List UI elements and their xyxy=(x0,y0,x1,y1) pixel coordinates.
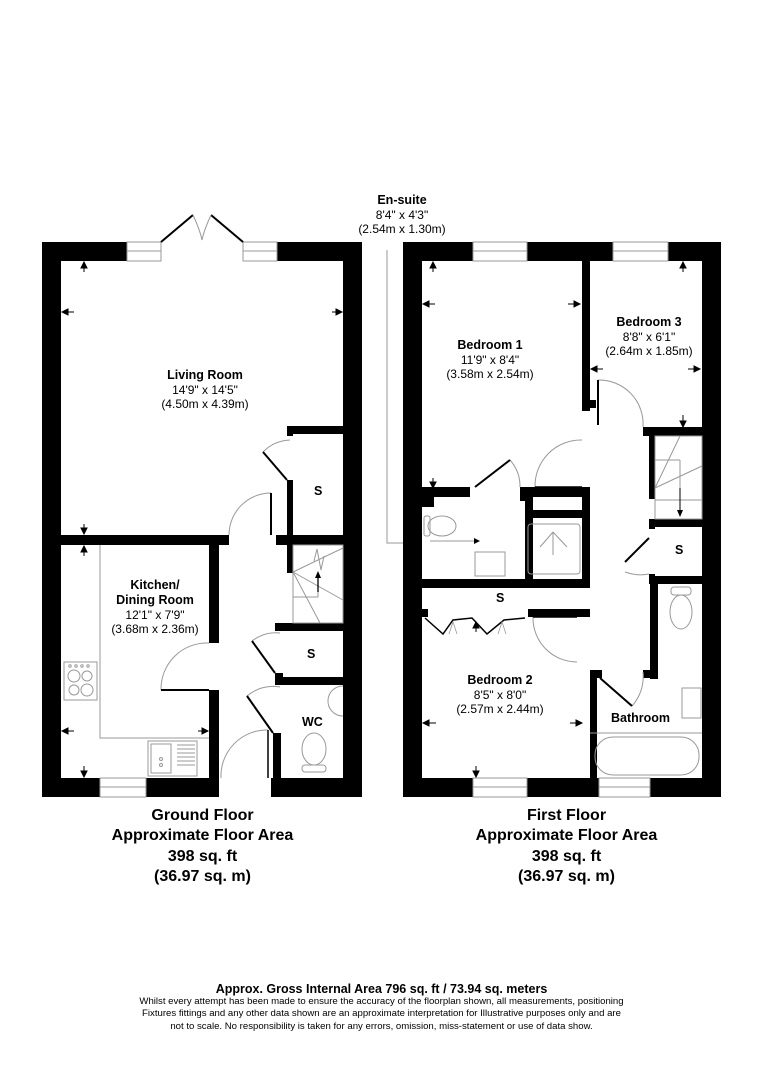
ensuite-title: En-suite xyxy=(377,193,427,207)
kitchen-title-2: Dining Room xyxy=(116,593,194,607)
ground-storage-1-label: S xyxy=(314,484,323,498)
landing-storage-label: S xyxy=(675,543,684,557)
first-floor-plan xyxy=(386,241,721,798)
first-floor-walls xyxy=(403,242,721,797)
hob-icon xyxy=(63,661,98,701)
living-room-metric: (4.50m x 4.39m) xyxy=(161,397,249,412)
bedroom1-title: Bedroom 1 xyxy=(457,338,523,352)
ground-stairs-icon xyxy=(292,544,344,624)
bedroom2-label: Bedroom 2 8'5" x 8'0" (2.57m x 2.44m) xyxy=(435,673,565,717)
ground-floor-walls xyxy=(42,242,362,797)
bathroom-fixtures xyxy=(590,586,702,776)
first-floor-area-label: Approximate Floor Area xyxy=(475,827,658,845)
ensuite-imperial: 8'4" x 4'3" xyxy=(375,208,429,222)
first-floor-caption: First Floor Approximate Floor Area 398 s… xyxy=(444,806,689,888)
kitchen-imperial: 12'1" x 7'9" xyxy=(125,608,185,622)
sink-icon xyxy=(147,740,198,777)
ensuite-label: En-suite 8'4" x 4'3" (2.54m x 1.30m) xyxy=(337,193,467,237)
ground-dimension-arrows xyxy=(60,260,344,779)
bedroom3-metric: (2.64m x 1.85m) xyxy=(605,344,693,359)
bedroom2-imperial: 8'5" x 8'0" xyxy=(473,688,527,702)
kitchen-label: Kitchen/ Dining Room 12'1" x 7'9" (3.68m… xyxy=(90,578,220,637)
bathroom-label: Bathroom xyxy=(611,711,671,725)
ground-floor-caption: Ground Floor Approximate Floor Area 398 … xyxy=(80,806,325,888)
first-floor-sqft: 398 sq. ft xyxy=(531,847,602,865)
ground-floor-plan xyxy=(42,214,362,798)
ensuite-fixtures xyxy=(423,515,581,577)
kitchen-title-1: Kitchen/ xyxy=(130,578,180,592)
first-floor-sqm: (36.97 sq. m) xyxy=(518,868,615,886)
ground-floor-windows xyxy=(99,241,278,798)
bedroom3-imperial: 8'8" x 6'1" xyxy=(622,330,676,344)
ground-storage-2-label: S xyxy=(307,647,316,661)
footer: Approx. Gross Internal Area 796 sq. ft /… xyxy=(0,982,763,1033)
disclaimer-line-1: Whilst every attempt has been made to en… xyxy=(139,996,624,1007)
ground-floor-sqft: 398 sq. ft xyxy=(167,847,238,865)
wc-label: WC xyxy=(302,715,323,729)
first-dimension-arrows xyxy=(421,260,702,779)
bedroom1-metric: (3.58m x 2.54m) xyxy=(446,367,534,382)
bedroom2-metric: (2.57m x 2.44m) xyxy=(456,702,544,717)
disclaimer-line-3: not to scale. No responsibility is taken… xyxy=(170,1020,593,1032)
ground-floor-sqm: (36.97 sq. m) xyxy=(154,868,251,886)
bedroom1-label: Bedroom 1 11'9" x 8'4" (3.58m x 2.54m) xyxy=(425,338,555,382)
kitchen-fixtures xyxy=(63,545,209,777)
bedroom3-label: Bedroom 3 8'8" x 6'1" (2.64m x 1.85m) xyxy=(588,315,710,359)
ground-floor-area-label: Approximate Floor Area xyxy=(111,827,294,845)
disclaimer-line-2: Fixtures fittings and any other data sho… xyxy=(142,1008,621,1020)
ensuite-metric: (2.54m x 1.30m) xyxy=(358,222,446,237)
french-doors-icon xyxy=(160,214,244,243)
ensuite-leader-line xyxy=(386,250,403,544)
bedroom2-title: Bedroom 2 xyxy=(467,673,533,687)
gross-area: Approx. Gross Internal Area 796 sq. ft /… xyxy=(215,982,548,996)
living-room-label: Living Room 14'9" x 14'5" (4.50m x 4.39m… xyxy=(130,368,280,412)
ground-floor-name: Ground Floor xyxy=(151,807,254,824)
first-floor-name: First Floor xyxy=(526,807,607,824)
ground-floor-doors xyxy=(160,439,291,779)
first-floor-stairs-icon xyxy=(654,435,703,520)
first-floor-windows xyxy=(472,241,669,798)
living-room-title: Living Room xyxy=(167,368,243,382)
first-floor-doors xyxy=(424,379,650,707)
bedroom3-title: Bedroom 3 xyxy=(616,315,682,329)
wardrobe-storage-label: S xyxy=(496,591,505,605)
wc-fixtures xyxy=(301,685,344,773)
bedroom1-imperial: 11'9" x 8'4" xyxy=(460,353,520,367)
kitchen-metric: (3.68m x 2.36m) xyxy=(111,622,199,637)
living-room-imperial: 14'9" x 14'5" xyxy=(172,383,238,397)
